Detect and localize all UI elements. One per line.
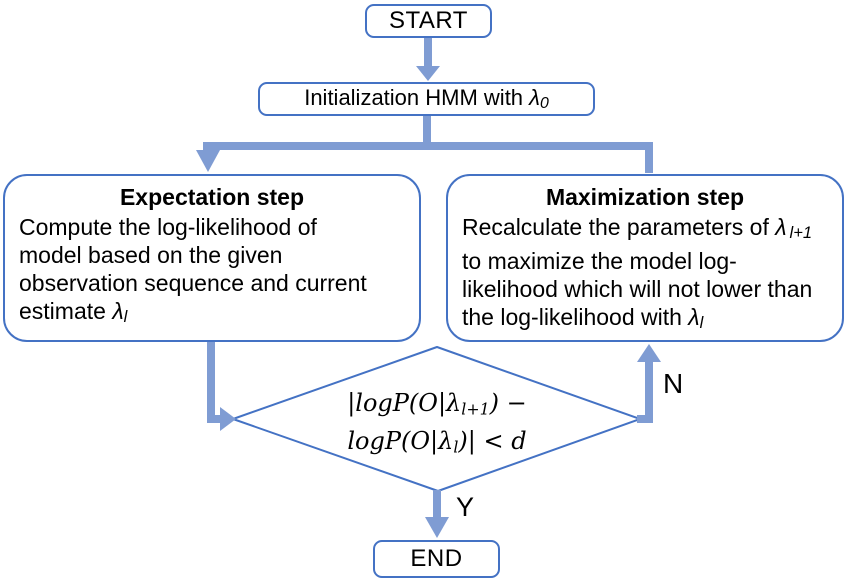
- end-label: END: [410, 545, 463, 572]
- expectation-body: Compute the log-likelihood of model base…: [19, 214, 367, 326]
- arrow-expectation-to-decision: [207, 341, 236, 431]
- arrow-init-split: [196, 114, 653, 173]
- init-label: Initialization HMM with λ0: [304, 85, 549, 112]
- start-node: START: [365, 4, 492, 38]
- maximization-title: Maximization step: [545, 184, 745, 210]
- no-branch-label: N: [663, 368, 684, 399]
- maximization-step-node: Maximization step Recalculate the parame…: [446, 174, 844, 342]
- arrow-start-to-init: [416, 37, 440, 81]
- start-label: START: [389, 7, 468, 34]
- init-node: Initialization HMM with λ0: [258, 82, 595, 116]
- expectation-step-node: Expectation step Compute the log-likelih…: [3, 174, 421, 342]
- end-node: END: [373, 540, 500, 578]
- decision-node-label: |logP(O|λl+1) − logP(O|λl)| < d: [347, 389, 527, 457]
- expectation-title: Expectation step: [119, 184, 305, 210]
- arrow-decision-to-end: [425, 490, 449, 538]
- yes-branch-label: Y: [456, 492, 475, 522]
- arrow-decision-to-maximization: [637, 344, 661, 423]
